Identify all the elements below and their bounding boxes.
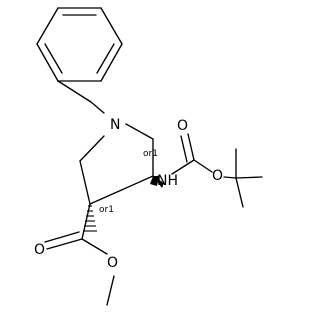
carbamate-carbonyl-bond-1 [187,133,195,161]
c3-stereo-label: or1 [99,205,114,215]
benzene-bond-3 [100,43,123,82]
structure-diagram: N NH O O O O or1 or1 [34,7,263,306]
ring-c4-to-c3-bond [89,175,154,205]
bonds [36,7,263,306]
benzene-inner-bond-2 [96,43,115,74]
ester-carbon-to-oxygen-bond [81,238,108,255]
stereo-bonds [83,176,164,232]
carbamate-nh-label: NH [157,173,178,189]
carbamate-ester-oxygen-label: O [212,168,223,184]
ester-carbonyl-oxygen-label: O [34,242,45,258]
carbamate-carbonyl-bond-2 [180,135,188,163]
ester-oxygen-to-methyl-bond [106,275,115,306]
c4-to-nh-solid-wedge [153,176,164,188]
ring-c5-to-n-bond [79,135,105,162]
benzyl-ipso-to-ch2-bond [57,80,92,103]
tert-butyl-right-methyl-bond [235,176,263,179]
c4-stereo-label: or1 [143,149,158,159]
boc-oxygen-to-tert-carbon-bond [223,176,237,179]
benzene-bond-5 [36,43,59,82]
ester-alkoxy-oxygen-label: O [107,255,118,271]
benzene-bond-6 [36,7,59,45]
ester-carbonyl-bond-1 [46,238,83,250]
carbamate-carbonyl-oxygen-label: O [177,118,188,134]
benzene-inner-bond-3 [44,43,63,74]
benzene-bond-2 [100,7,123,45]
atom-labels: N NH O O O O [34,117,223,271]
ring-nitrogen-label: N [110,117,120,133]
ring-n-to-c2-bond [125,123,154,140]
carbamate-nh-to-carbonyl-bond [171,159,195,175]
stereo-labels: or1 or1 [99,149,158,215]
ring-c3-to-c5-bond [79,160,91,205]
carbamate-carbon-to-oxygen-bond [193,159,213,173]
tert-butyl-bottom-methyl-bond [235,177,244,208]
ester-carbonyl-bond-2 [44,231,80,243]
benzyl-ch2-to-n-bond [90,101,105,114]
